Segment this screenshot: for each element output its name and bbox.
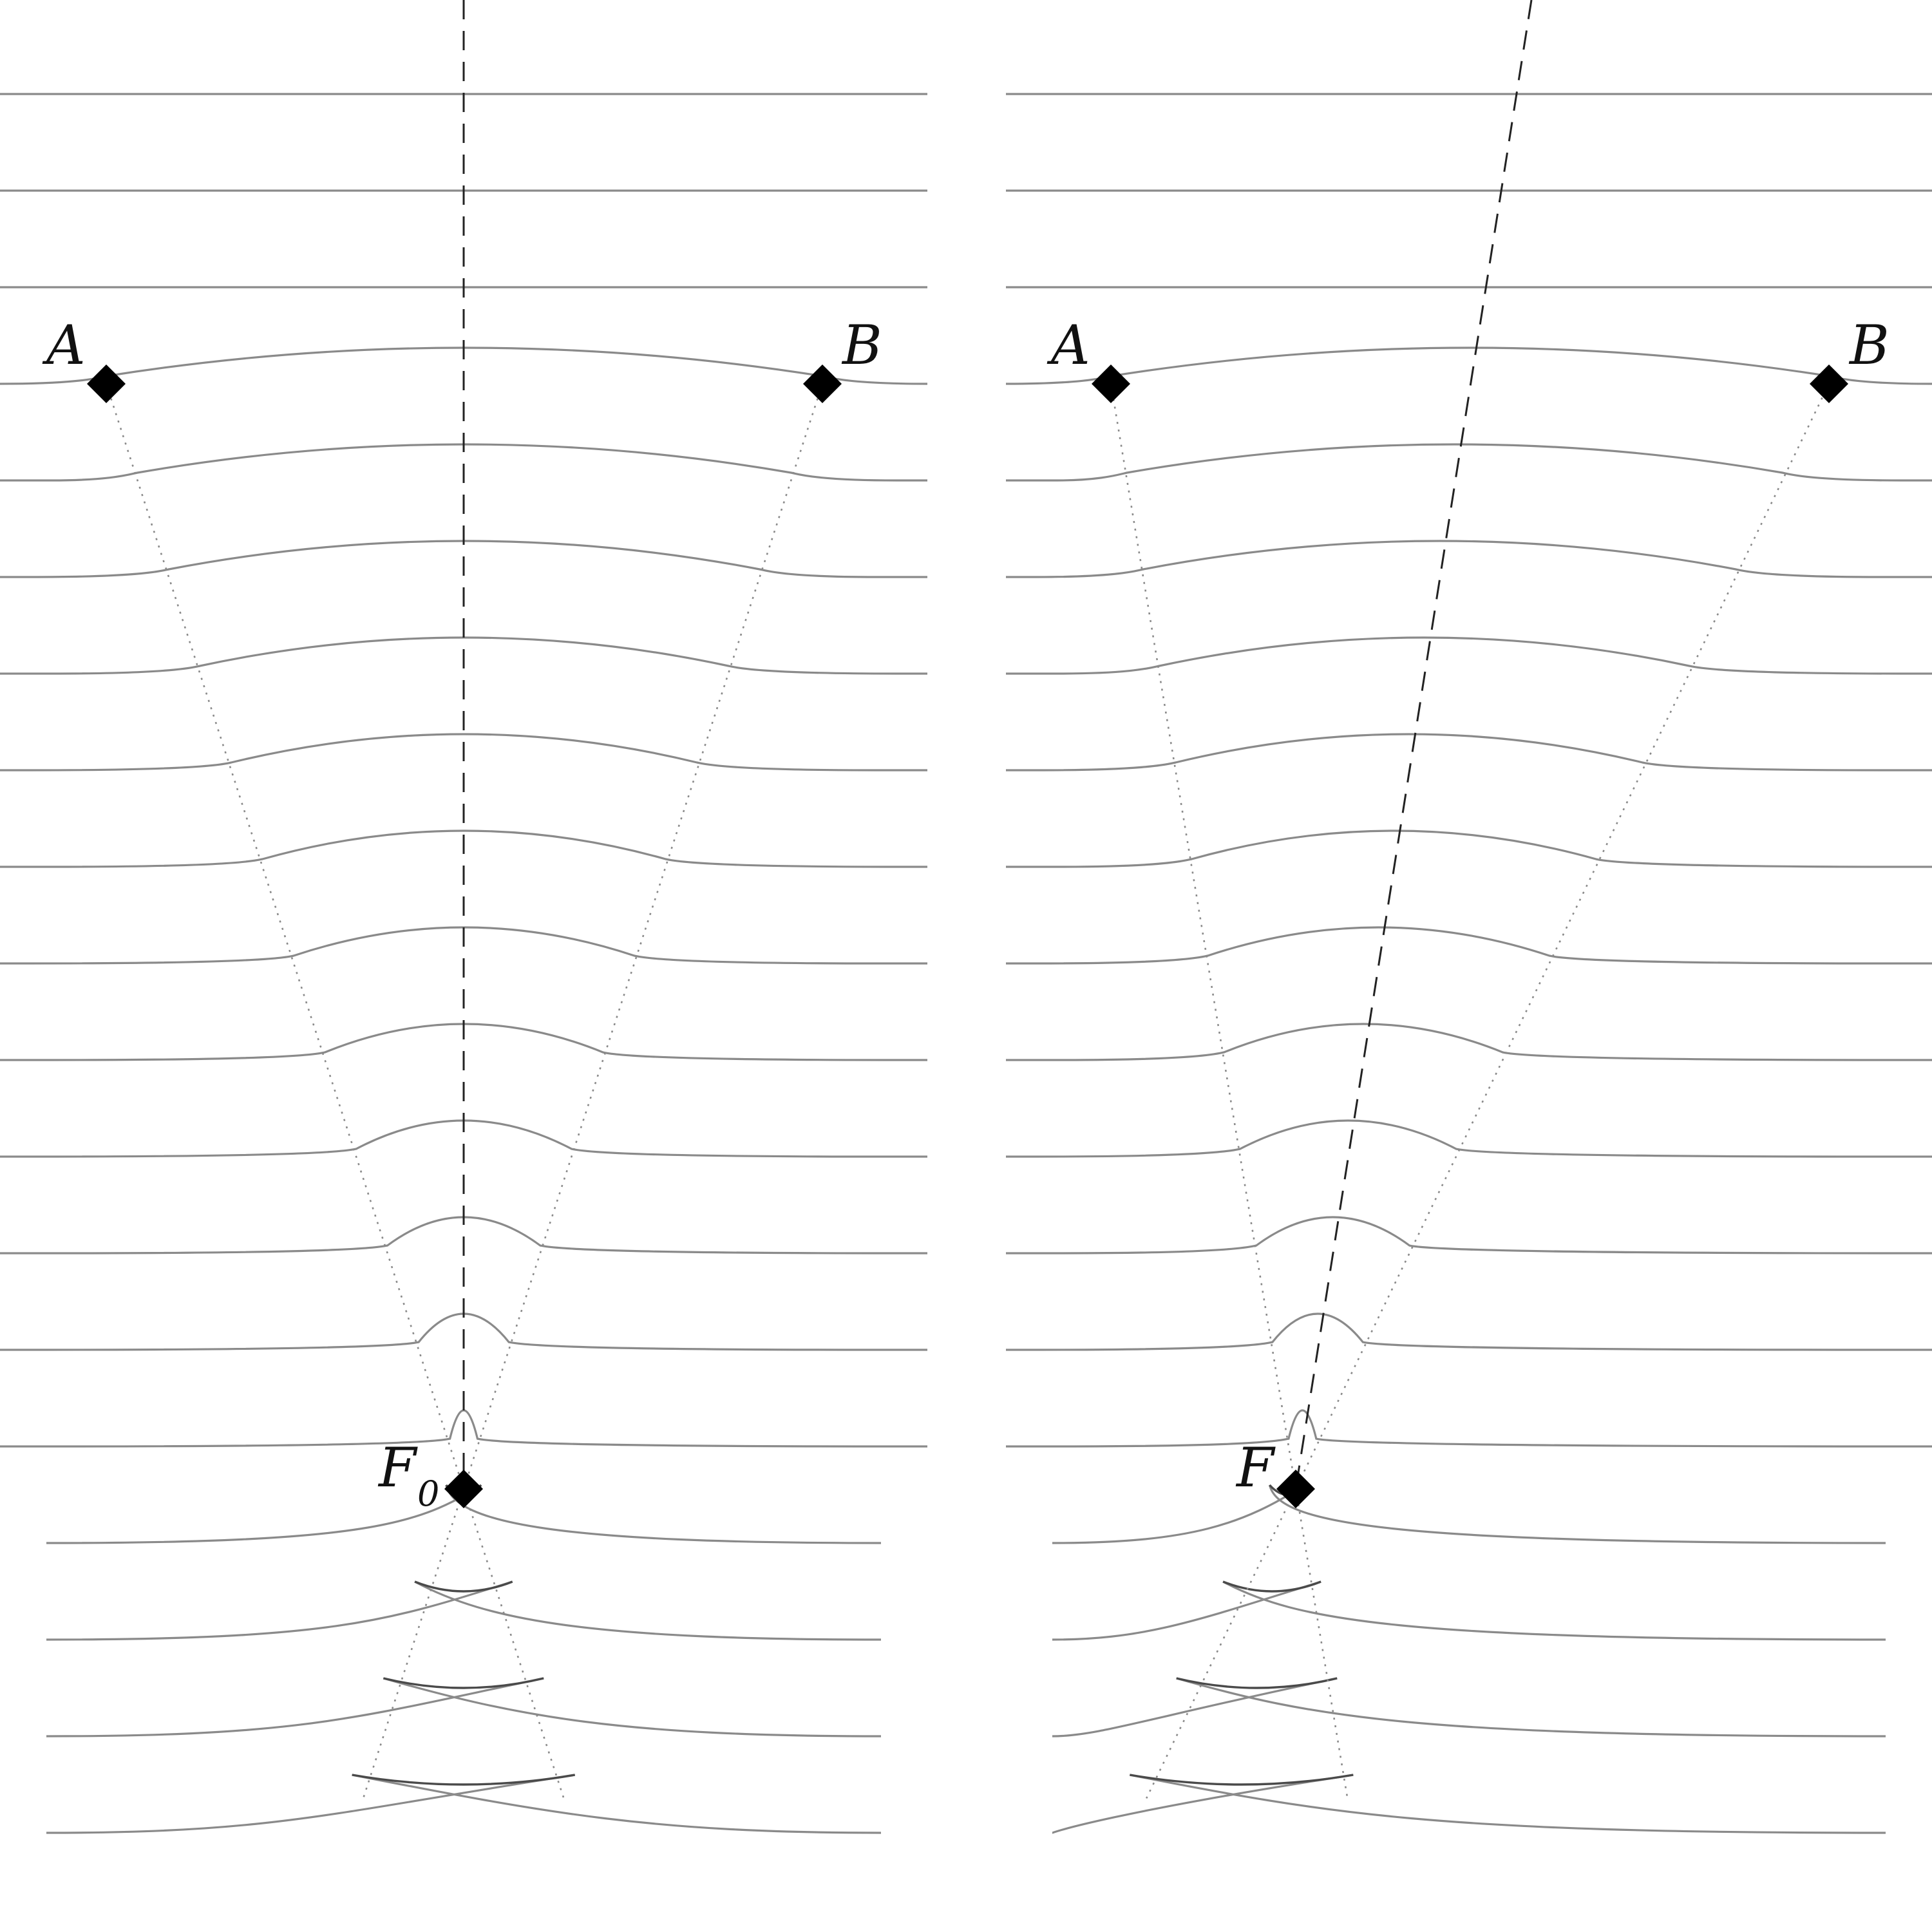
- wavefront-line: [1006, 1312, 1932, 1351]
- wavefront-line: [1052, 1677, 1338, 1738]
- wavefront-line: [0, 1312, 927, 1351]
- wavefront-line: [1052, 1774, 1354, 1834]
- panel-right: A B F: [1005, 0, 1932, 1834]
- point-a-marker: [1092, 365, 1130, 403]
- marker-group: [87, 365, 842, 1508]
- wavefront-line: [1006, 540, 1932, 578]
- wavefront-line: [445, 1484, 882, 1544]
- wavefront-line: [352, 1774, 882, 1834]
- point-f-subscript: 0: [417, 1473, 439, 1514]
- point-b-label: B: [841, 314, 882, 377]
- wavefront-line: [1005, 346, 1932, 385]
- wavefront-line: [1052, 1580, 1321, 1641]
- wavefront-group: [1005, 93, 1932, 1834]
- wavefront-line: [1006, 829, 1932, 868]
- wavefront-line: [383, 1677, 882, 1738]
- wavefront-line: [1130, 1774, 1886, 1834]
- caustic-segment: [414, 1580, 513, 1593]
- point-a-label: A: [1046, 314, 1090, 377]
- wavefront-line: [0, 1409, 927, 1448]
- wavefront-line: [1222, 1580, 1886, 1641]
- ray-group: [105, 383, 824, 1799]
- caustic-segment: [1130, 1774, 1354, 1786]
- wavefront-line: [0, 443, 927, 482]
- ray-line: [105, 383, 565, 1799]
- wavefront-line: [1006, 926, 1932, 965]
- point-b-label: B: [1848, 314, 1889, 377]
- wavefront-line: [1006, 1216, 1932, 1255]
- wavefront-line: [1006, 733, 1932, 772]
- wavefront-line: [0, 733, 927, 772]
- wavefront-line: [0, 636, 927, 675]
- wavefront-line: [1006, 1119, 1932, 1158]
- wavefront-line: [0, 1216, 927, 1255]
- point-a-marker: [87, 365, 126, 403]
- point-f-label: F: [377, 1436, 418, 1499]
- point-f-label: F: [1235, 1436, 1276, 1499]
- caustic-segment: [1176, 1677, 1338, 1689]
- caustic-segment: [383, 1677, 544, 1689]
- point-f-marker: [1276, 1470, 1315, 1508]
- wavefront-line: [46, 1677, 544, 1738]
- point-b-marker: [803, 365, 842, 403]
- wavefront-group: [0, 93, 928, 1834]
- wavefront-line: [1006, 1409, 1932, 1448]
- caustic-segment: [1222, 1580, 1321, 1593]
- wavefront-line: [1268, 1484, 1886, 1544]
- wavefront-line: [0, 540, 927, 578]
- wavefront-line: [46, 1580, 513, 1641]
- marker-group: [1092, 365, 1848, 1508]
- wavefront-line: [1006, 636, 1932, 675]
- wavefront-line: [46, 1774, 575, 1834]
- wavefront-line: [0, 1023, 927, 1061]
- panel-left: A B F 0: [0, 0, 928, 1834]
- ray-line: [1145, 383, 1830, 1799]
- axis-group: [1294, 0, 1533, 1490]
- axis-line: [1294, 0, 1533, 1490]
- ray-group: [1110, 383, 1830, 1799]
- point-a-label: A: [42, 314, 86, 377]
- wavefront-line: [1006, 1023, 1932, 1061]
- wavefront-line: [0, 1119, 927, 1158]
- caustic-segment: [352, 1774, 576, 1786]
- ray-line: [1110, 383, 1349, 1799]
- wavefront-line: [1006, 443, 1932, 482]
- point-b-marker: [1810, 365, 1848, 403]
- wavefront-line: [0, 829, 927, 868]
- wavefront-line: [414, 1580, 882, 1641]
- ray-line: [362, 383, 824, 1799]
- point-f-marker: [444, 1470, 483, 1508]
- wavefront-line: [0, 926, 927, 965]
- wavefront-line: [1176, 1677, 1886, 1738]
